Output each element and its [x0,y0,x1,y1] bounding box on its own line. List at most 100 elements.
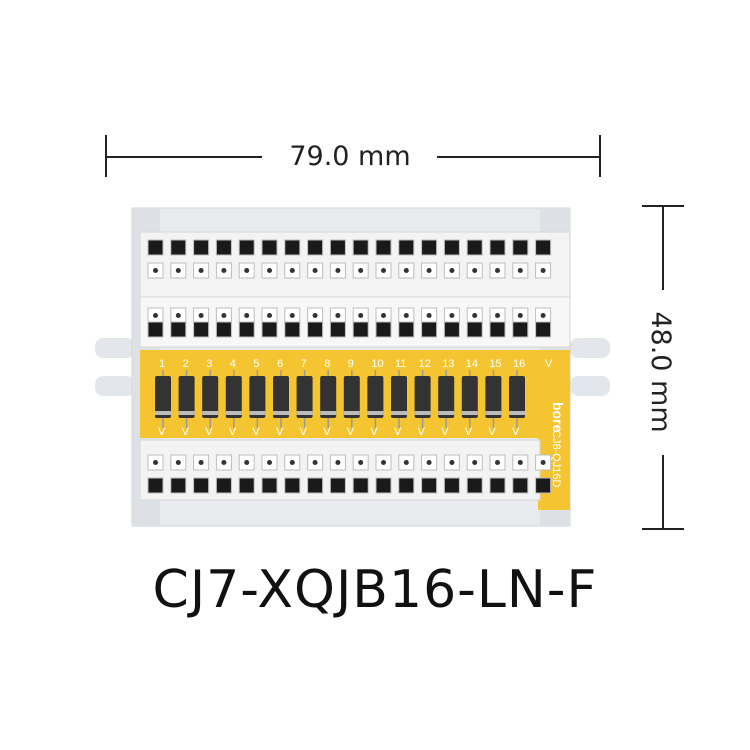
terminal-wire-entry [238,239,255,256]
terminal-wire-entry [352,477,369,494]
diode-band [320,411,337,415]
terminal-wire-entry [193,321,210,338]
screw-head [267,313,272,318]
screw-head [495,460,500,465]
v-marker-label: V [229,426,237,438]
diode [296,376,313,418]
diode [249,376,266,418]
diode-band [343,411,360,415]
diode-band [367,411,384,415]
terminal-wire-entry [284,477,301,494]
diode [391,376,407,418]
v-marker-label: V [441,426,449,438]
terminal-wire-entry [421,321,438,338]
channel-number-label: 7 [301,358,307,370]
terminal-wire-entry [307,321,324,338]
diode [509,376,525,418]
screw-head [426,313,432,318]
diode-band [225,411,242,415]
terminal-wire-entry [215,239,232,256]
brand-logo-text: bore [550,402,566,433]
screw-head [335,313,341,318]
v-marker-label: V [545,358,553,370]
screw-head [403,460,409,465]
v-marker-label: V [512,426,520,438]
screw-head [267,268,272,273]
channel-number-label: 12 [419,358,431,370]
screw-head [426,460,432,465]
screw-head [472,268,478,273]
v-marker-label: V [488,426,496,438]
terminal-wire-entry [329,239,346,256]
terminal-wire-entry [443,321,460,338]
diode [320,376,337,418]
screw-head [335,460,341,465]
diode-band [509,411,525,415]
channel-number-label: 10 [371,358,383,370]
screw-head [449,460,455,465]
screw-head [175,313,181,318]
terminal-wire-entry [193,239,210,256]
terminal-wire-entry [535,321,552,338]
diode-band [273,411,289,415]
terminal-wire-entry [147,477,164,494]
screw-head [358,460,364,465]
screw-head [403,268,409,273]
v-marker-label: V [465,426,473,438]
screw-head [381,460,386,465]
terminal-wire-entry [512,477,529,494]
screw-head [381,268,386,273]
screw-head [426,268,432,273]
board-code-text: CJ8-QJ16D [550,430,562,488]
diode [155,376,171,418]
screw-head [221,460,227,465]
terminal-screws [147,239,552,494]
diode [414,376,431,418]
screw-head [198,313,204,318]
screw-head [449,313,455,318]
channel-number-label: 1 [159,358,165,370]
diode-band [438,411,455,415]
terminal-wire-entry [466,239,483,256]
height-dimension-line [642,205,684,530]
terminal-wire-entry [329,321,346,338]
terminal-wire-entry [147,321,164,338]
screw-head [449,268,455,273]
terminal-wire-entry [147,239,164,256]
terminal-wire-entry [352,239,369,256]
terminal-wire-entry [261,239,278,256]
channel-number-label: 11 [395,358,406,370]
screw-head [335,268,341,273]
screw-head [540,460,546,465]
channel-number-label: 2 [183,358,189,370]
screw-head [267,460,272,465]
terminal-wire-entry [193,477,210,494]
diode [178,376,195,418]
terminal-wire-entry [238,477,255,494]
diode-band [155,411,171,415]
screw-head [153,460,158,465]
terminal-wire-entry [375,239,392,256]
v-marker-label: V [252,426,260,438]
v-marker-label: V [300,426,308,438]
channel-number-label: 6 [277,358,283,370]
diode [202,376,219,418]
terminal-wire-entry [398,239,415,256]
diode-band [391,411,407,415]
diode-band [178,411,195,415]
v-marker-label: V [205,426,213,438]
screw-head [358,268,364,273]
terminal-wire-entry [512,239,529,256]
screw-head [244,313,250,318]
channel-number-label: 4 [230,358,236,370]
screw-head [540,313,546,318]
terminal-wire-entry [215,477,232,494]
terminal-wire-entry [466,477,483,494]
screw-head [198,268,204,273]
screw-head [540,268,546,273]
terminal-wire-entry [443,477,460,494]
terminal-wire-entry [443,239,460,256]
channel-number-label: 3 [206,358,212,370]
